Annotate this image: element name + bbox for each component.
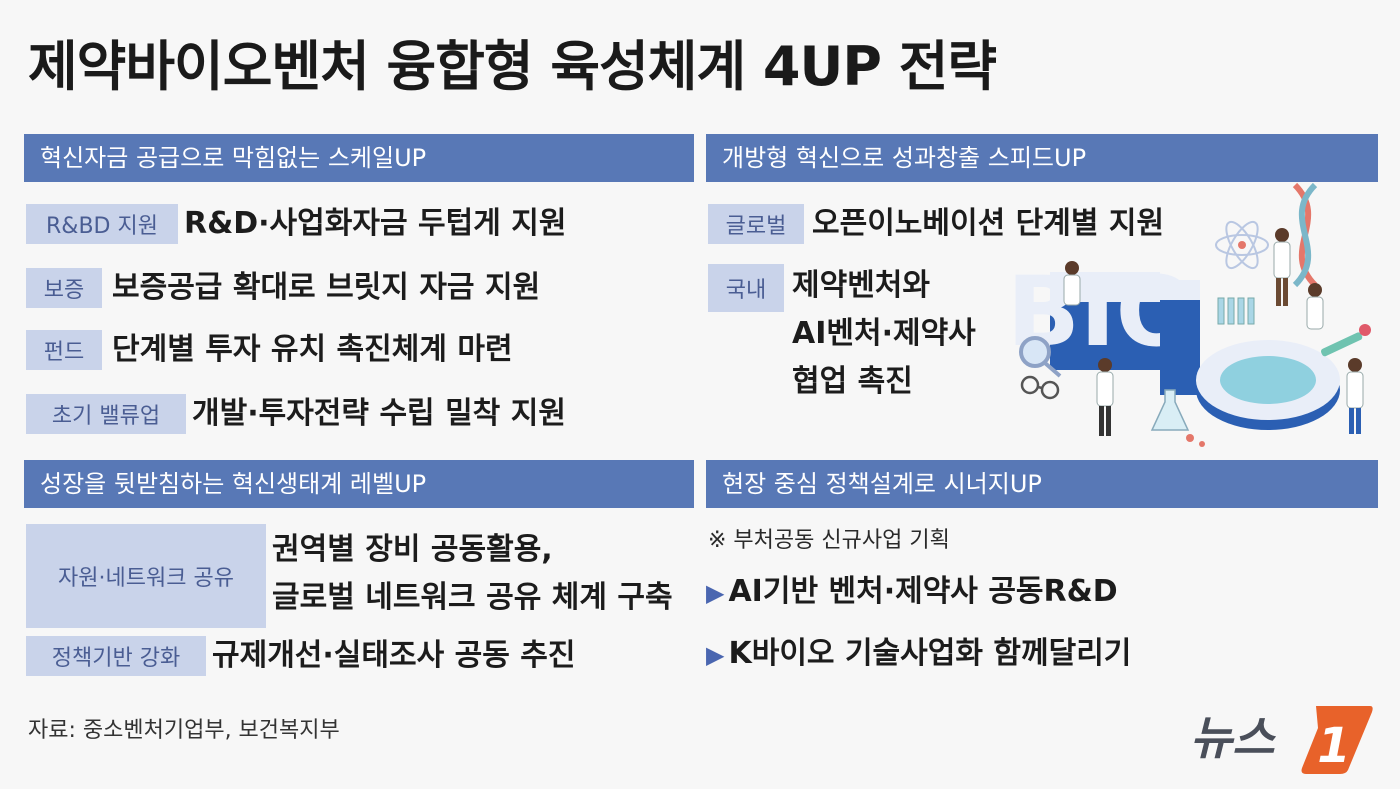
section-header-scale: 혁신자금 공급으로 막힘없는 스케일UP [24,134,694,182]
atom-icon [1215,220,1269,270]
source-credit: 자료: 중소벤처기업부, 보건복지부 [28,718,340,743]
item-resource-network: 권역별 장비 공동활용, 글로벌 네트워크 공유 체계 구축 [272,526,673,622]
item-guarantee: 보증공급 확대로 브릿지 자금 지원 [112,270,541,305]
news1-logo: 뉴스 1 [1190,706,1373,774]
scientist-figure-4 [1096,358,1114,436]
bio-lab-illustration: BIO [1010,182,1371,447]
pipette-icon [1320,324,1371,357]
triangle-bullet-icon: ▶ [706,641,725,669]
triangle-bullet-icon: ▶ [706,579,725,607]
scientist-figure-1 [1063,261,1081,306]
tag-resource-network: 자원·네트워크 공유 [26,524,266,628]
item-domestic-line-1: 제약벤처와 [792,268,930,303]
page-title: 제약바이오벤처 융합형 육성체계 4UP 전략 [28,35,997,98]
molecule-icon [1186,434,1205,447]
item-domestic-line-3: 협업 촉진 [792,364,913,399]
synergy-bullet-2: ▶K바이오 기술사업화 함께달리기 [706,632,1131,677]
item-fund: 단계별 투자 유치 촉진체계 마련 [112,332,513,367]
section-header-speed: 개방형 혁신으로 성과창출 스피드UP [706,134,1378,182]
item-global: 오픈이노베이션 단계별 지원 [812,206,1165,241]
tag-early-valueup: 초기 밸류업 [26,394,186,434]
tag-policy-base: 정책기반 강화 [26,636,206,676]
news1-logo-mark-text: 1 [1317,718,1350,774]
tag-rbd: R&BD 지원 [26,204,178,244]
section-header-level: 성장을 뒷받침하는 혁신생태계 레벨UP [24,460,694,508]
tag-guarantee: 보증 [26,268,102,308]
item-domestic-line-2: AI벤처·제약사 [792,316,976,351]
tag-global: 글로벌 [708,204,804,244]
item-resource-network-line-2: 글로벌 네트워크 공유 체계 구축 [272,580,673,615]
section-header-synergy: 현장 중심 정책설계로 시너지UP [706,460,1378,508]
item-resource-network-line-1: 권역별 장비 공동활용, [272,532,553,567]
item-rbd: R&D·사업화자금 두텁게 지원 [184,206,567,241]
glasses-icon [1020,375,1060,400]
item-policy-base: 규제개선·실태조사 공동 추진 [212,638,576,673]
scientist-figure-2 [1273,228,1291,306]
dna-helix-icon [1292,182,1318,288]
news1-logo-mark [1301,706,1373,774]
scientist-figure-3 [1306,283,1324,330]
magnifier-icon [1019,336,1062,378]
flask-icon [1150,389,1190,431]
tag-fund: 펀드 [26,330,102,370]
item-early-valueup: 개발·투자전략 수립 밀착 지원 [192,396,566,431]
synergy-note: ※ 부처공동 신규사업 기획 [708,528,950,553]
scientist-figure-5 [1346,358,1364,434]
tag-domestic: 국내 [708,264,784,312]
news1-logo-text: 뉴스 [1190,711,1276,765]
synergy-bullet-1: ▶AI기반 벤처·제약사 공동R&D [706,570,1118,615]
item-domestic: 제약벤처와 AI벤처·제약사 협업 촉진 [792,262,976,406]
synergy-bullet-1-text: AI기반 벤처·제약사 공동R&D [728,574,1118,609]
test-tube-rack-icon [1217,297,1255,325]
synergy-bullet-2-text: K바이오 기술사업화 함께달리기 [728,636,1132,671]
